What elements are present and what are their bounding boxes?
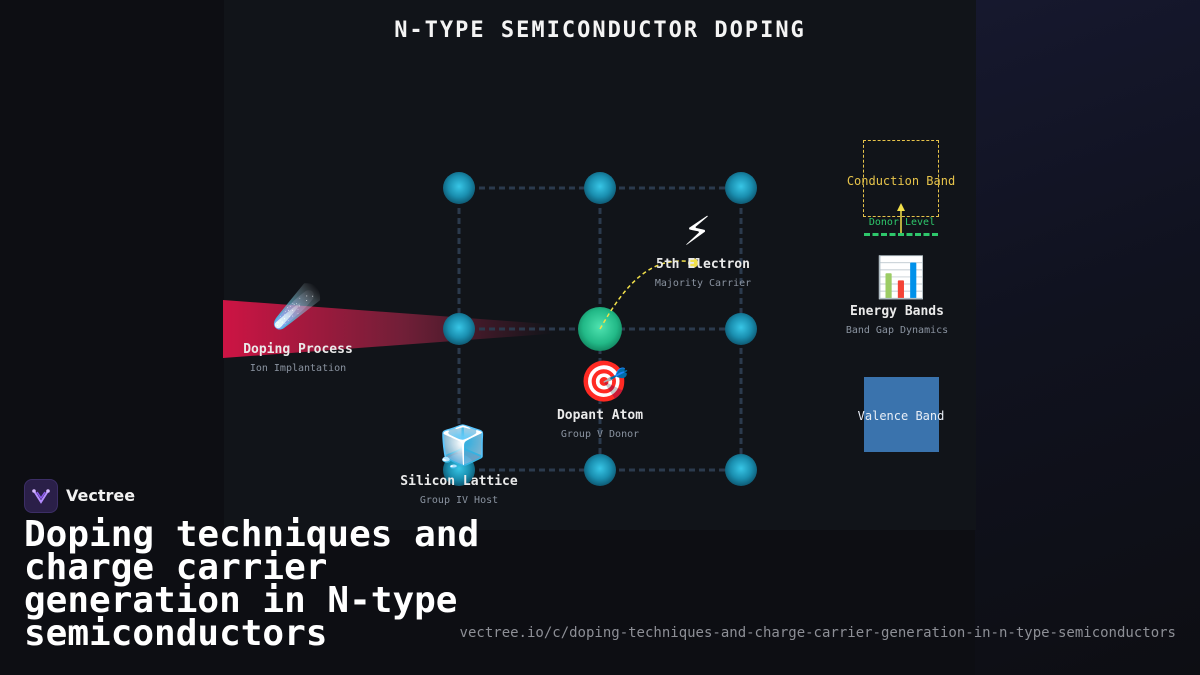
silicon-lattice-sublabel: Group IV Host bbox=[419, 495, 499, 506]
silicon-atom bbox=[584, 454, 616, 486]
energy-bands-sublabel: Band Gap Dynamics bbox=[845, 325, 949, 336]
fifth-electron-sublabel: Majority Carrier bbox=[654, 278, 752, 289]
silicon-atom bbox=[443, 172, 475, 204]
valence-band-box bbox=[864, 377, 939, 452]
energy-bands-label: Energy Bands bbox=[850, 304, 944, 319]
conduction-band-box bbox=[863, 140, 939, 217]
comet-icon: ☄️ bbox=[272, 284, 322, 330]
silicon-atom bbox=[443, 454, 475, 486]
electron-path bbox=[599, 260, 694, 330]
diagram-title: N-TYPE SEMICONDUCTOR DOPING bbox=[394, 18, 806, 43]
vectree-logo bbox=[24, 479, 58, 513]
excitation-arrow-head bbox=[897, 203, 905, 211]
silicon-atom bbox=[584, 172, 616, 204]
page-headline: Doping techniques and charge carrier gen… bbox=[24, 514, 480, 654]
silicon-atom bbox=[725, 454, 757, 486]
valence-band-label: Valence Band bbox=[857, 409, 945, 423]
silicon-lattice-label: Silicon Lattice bbox=[400, 474, 518, 489]
dopant-atom-sublabel: Group V Donor bbox=[560, 429, 640, 440]
doping-process-sublabel: Ion Implantation bbox=[249, 363, 347, 374]
doping-process-label: Doping Process bbox=[243, 342, 353, 357]
donor-level-line bbox=[864, 233, 938, 236]
vectree-logo-icon bbox=[32, 489, 50, 504]
silicon-atom bbox=[725, 313, 757, 345]
lightning-icon: ⚡ bbox=[683, 209, 712, 255]
bar-chart-icon: 📊 bbox=[876, 255, 926, 301]
conduction-band-label: Conduction Band bbox=[846, 174, 956, 188]
silicon-atom bbox=[725, 172, 757, 204]
fifth-electron-label: 5th Electron bbox=[656, 257, 750, 272]
donor-level-label: Donor Level bbox=[868, 217, 936, 228]
dopant-atom-label: Dopant Atom bbox=[556, 408, 644, 423]
ice-cube-icon: 🧊 bbox=[438, 424, 488, 470]
page-url[interactable]: vectree.io/c/doping-techniques-and-charg… bbox=[459, 625, 1176, 641]
target-icon: 🎯 bbox=[579, 359, 629, 405]
background-gradient bbox=[975, 0, 1200, 675]
free-electron bbox=[688, 258, 698, 268]
silicon-atom bbox=[443, 313, 475, 345]
brand-name: Vectree bbox=[66, 486, 136, 505]
